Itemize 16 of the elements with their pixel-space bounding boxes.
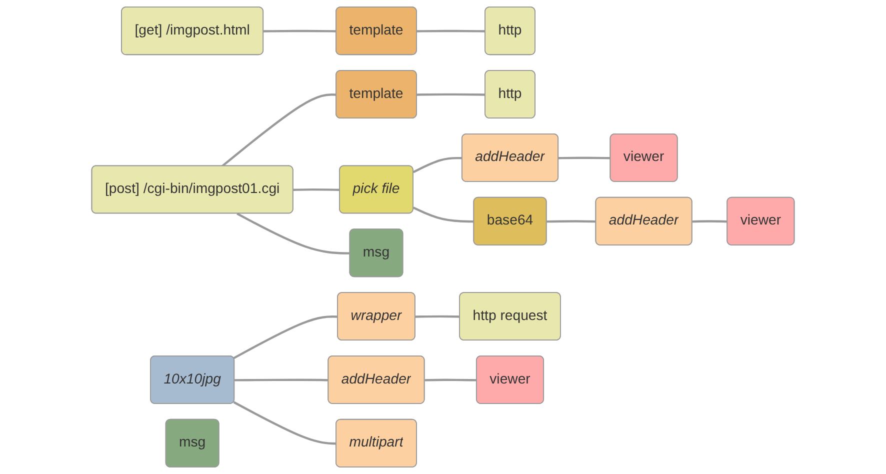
connector (412, 156, 462, 174)
connector (233, 401, 336, 445)
connector (234, 378, 329, 382)
connector (416, 93, 486, 96)
connector (424, 378, 477, 382)
connector (222, 94, 336, 167)
connector (264, 30, 336, 32)
connector (293, 188, 340, 191)
connector (412, 206, 474, 223)
connector (233, 316, 338, 360)
connector (416, 30, 486, 32)
connector (415, 315, 460, 318)
connector (546, 220, 596, 223)
connector (692, 220, 728, 223)
connector (558, 156, 611, 160)
connector (236, 212, 350, 254)
